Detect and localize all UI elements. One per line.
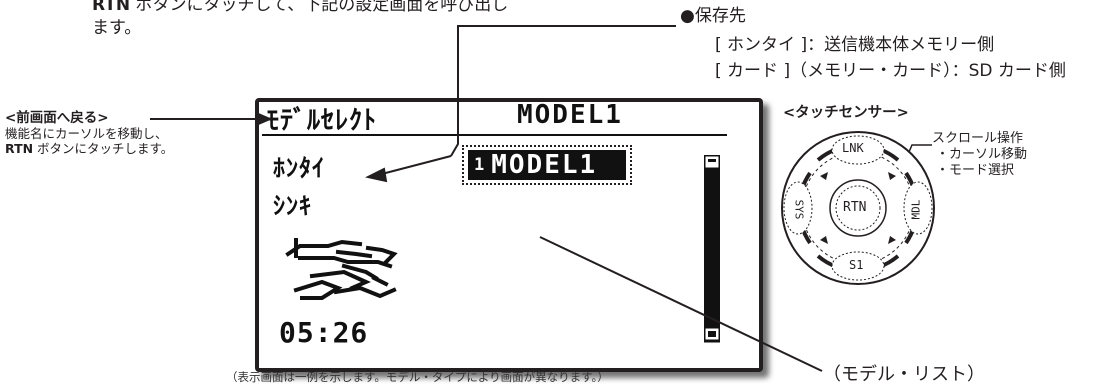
model-list-cursor bbox=[462, 145, 632, 185]
touch-sensor-title: <タッチセンサー> bbox=[783, 105, 909, 121]
intro-line-1-text: ボタンにタッチして、下記の設定画面を呼び出し bbox=[130, 0, 509, 15]
intro-line-1: RTN ボタンにタッチして、下記の設定画面を呼び出し bbox=[92, 0, 508, 16]
lcd-header-title[interactable]: ﾓﾃﾞﾙｾﾚｸﾄ bbox=[266, 106, 378, 136]
back-note: <前画面へ戻る> 機能名にカーソルを移動し、 RTN ボタンにタッチします。 bbox=[5, 110, 173, 157]
destination-option-card: [ カード ]（メモリー・カード）：SD カード側 bbox=[715, 61, 1066, 81]
lcd-header-model: MODEL1 bbox=[517, 100, 623, 130]
back-note-line-1: 機能名にカーソルを移動し、 bbox=[5, 126, 168, 141]
display-caption: （表示画面は一例を示します。モデル・タイプにより画面が異なります。） bbox=[226, 370, 609, 384]
model-number: 1 bbox=[474, 155, 486, 175]
rtn-term: RTN bbox=[92, 0, 131, 15]
sensor-button-lnk[interactable]: LNK bbox=[842, 141, 864, 155]
back-note-title: <前画面へ戻る> bbox=[5, 110, 109, 126]
sensor-note-cursor: ・カーソル移動 bbox=[936, 147, 1028, 162]
touch-sensor-notes: スクロール操作 ・カーソル移動 ・モード選択 bbox=[932, 131, 1027, 179]
touch-sensor-dial bbox=[781, 131, 935, 285]
sensor-note-mode: ・モード選択 bbox=[936, 163, 1015, 178]
model-list-label: （モデル・リスト） bbox=[823, 364, 985, 385]
sensor-button-rtn[interactable]: RTN bbox=[843, 200, 867, 215]
lcd-timer: 05:26 bbox=[279, 316, 369, 349]
model-name: MODEL1 bbox=[491, 150, 598, 180]
sensor-button-sys[interactable]: SYS bbox=[792, 199, 806, 220]
sensor-button-mdl[interactable]: MDL bbox=[909, 199, 923, 220]
destination-option-honntai: [ ホンタイ ]：送信機本体メモリー側 bbox=[715, 35, 995, 55]
destination-title: ●保存先 bbox=[680, 6, 746, 26]
lcd-screen bbox=[255, 98, 763, 372]
model-list-item-selected[interactable]: 1 MODEL1 bbox=[468, 150, 626, 180]
lcd-header-divider bbox=[262, 134, 727, 136]
back-note-line-2-text: ボタンにタッチします。 bbox=[33, 141, 174, 156]
rtn-term: RTN bbox=[5, 141, 34, 156]
sensor-note-scroll: スクロール操作 bbox=[932, 131, 1024, 146]
sensor-button-s1[interactable]: S1 bbox=[849, 258, 864, 272]
airplane-icon bbox=[285, 238, 398, 300]
model-list-scrollbar[interactable] bbox=[704, 155, 720, 343]
lcd-storage-honntai[interactable]: ﾎﾝﾀｲ bbox=[273, 154, 325, 182]
intro-line-2: ます。 bbox=[92, 18, 142, 38]
back-note-line-2: RTN ボタンにタッチします。 bbox=[5, 141, 173, 156]
lcd-storage-shinki[interactable]: ｼﾝｷ bbox=[273, 192, 312, 220]
